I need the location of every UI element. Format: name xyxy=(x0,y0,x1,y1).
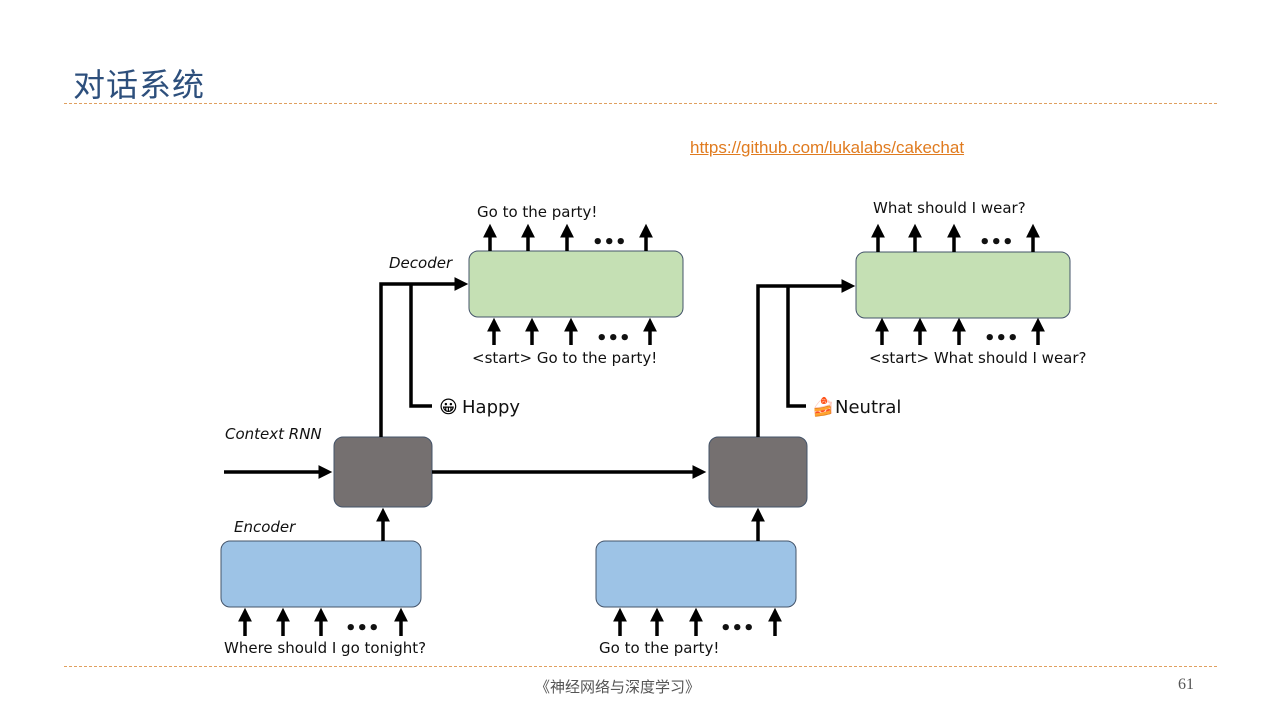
footer-divider xyxy=(64,666,1217,667)
emotion-1-connector xyxy=(409,284,432,408)
page-number: 61 xyxy=(1178,676,1194,693)
decoder-2-output-text: What should I wear? xyxy=(873,199,1026,217)
ellipsis: ••• xyxy=(984,328,1019,349)
decoder-1-output-arrows xyxy=(483,223,653,251)
context-1-to-decoder-arrow xyxy=(379,277,469,437)
happy-emoji-icon: 😀 xyxy=(439,397,458,418)
decoder-1-input-text: <start> Go to the party! xyxy=(472,349,657,367)
cake-emoji-icon: 🍰 xyxy=(812,396,834,418)
encoder-1-input-text: Where should I go tonight? xyxy=(224,639,426,657)
encoder-2-input-text: Go to the party! xyxy=(599,639,719,657)
decoder-1-output-text: Go to the party! xyxy=(477,203,597,221)
ellipsis: ••• xyxy=(592,232,627,253)
footer-book-title: 《神经网络与深度学习》 xyxy=(535,678,701,696)
context-rnn-box-1 xyxy=(333,436,433,508)
header-divider xyxy=(64,103,1217,104)
ellipsis: ••• xyxy=(596,328,631,349)
decoder-2-output-arrows xyxy=(871,223,1040,252)
encoder-label: Encoder xyxy=(234,518,296,536)
decoder-box-2 xyxy=(855,251,1071,319)
context-rnn-box-2 xyxy=(708,436,808,508)
decoder-2-input-text: <start> What should I wear? xyxy=(869,349,1087,367)
emotion-1-label: Happy xyxy=(462,397,520,418)
ellipsis: ••• xyxy=(720,618,755,639)
emotion-2-connector xyxy=(786,286,806,408)
encoder-box-2 xyxy=(595,540,797,608)
context-2-to-decoder-arrow xyxy=(756,279,856,437)
encoder-1-input-arrows xyxy=(238,607,408,636)
cakechat-link[interactable]: https://github.com/lukalabs/cakechat xyxy=(690,138,965,157)
decoder-1-input-arrows xyxy=(487,317,657,345)
decoder-label: Decoder xyxy=(389,254,453,272)
decoder-box-1 xyxy=(468,250,684,318)
context-rnn-label: Context RNN xyxy=(225,425,322,443)
ellipsis: ••• xyxy=(979,232,1014,253)
encoder-box-1 xyxy=(220,540,422,608)
ellipsis: ••• xyxy=(345,618,380,639)
decoder-2-input-arrows xyxy=(875,317,1045,345)
encoder-2-input-arrows xyxy=(613,607,782,636)
slide-title: 对话系统 xyxy=(73,66,206,104)
emotion-2-label: Neutral xyxy=(835,397,901,418)
